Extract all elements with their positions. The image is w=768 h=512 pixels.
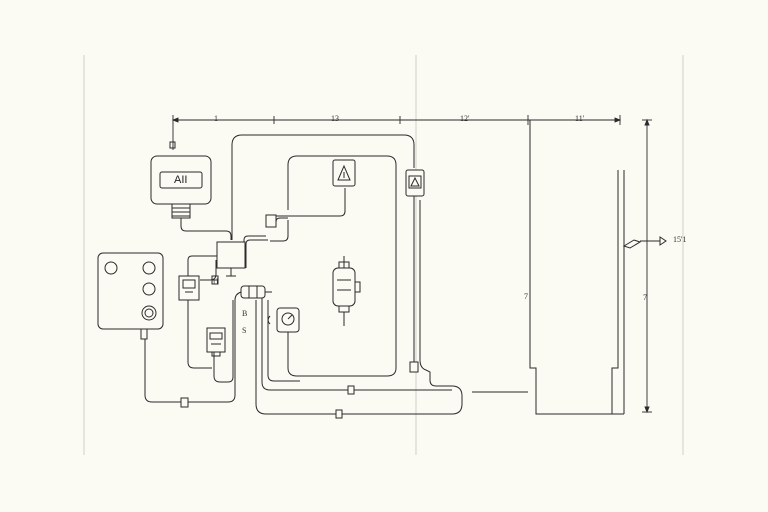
valve-top xyxy=(332,159,356,187)
tall-panel xyxy=(529,120,625,415)
dimension-label-1: 1 xyxy=(214,114,218,123)
filter-canister xyxy=(332,256,361,326)
inline-fittings xyxy=(180,361,419,419)
junction-box xyxy=(216,241,246,277)
nozzle-label: 15'1 xyxy=(673,235,687,244)
switch-lower xyxy=(206,327,226,357)
regulator xyxy=(267,307,300,333)
junction-label: 1I xyxy=(212,277,219,286)
nozzle-pointer xyxy=(622,236,667,249)
dimension-label-13: 13 xyxy=(331,114,339,123)
gauge-panel xyxy=(97,252,164,340)
control-box xyxy=(150,141,212,219)
label-b: B xyxy=(242,309,248,318)
height-label-dimension: 7 xyxy=(643,293,647,302)
right-dimension-line xyxy=(642,118,652,414)
dimension-label-11: 11' xyxy=(575,114,585,123)
valve-right xyxy=(405,169,425,197)
frame-guides xyxy=(83,55,684,455)
connector-top xyxy=(265,214,277,228)
label-s: S xyxy=(242,326,247,335)
wires xyxy=(144,134,528,415)
tee-fitting xyxy=(240,285,272,299)
dimension-label-12: 12' xyxy=(460,114,470,123)
top-dimension-line xyxy=(171,115,622,150)
height-label-panel: 7 xyxy=(524,292,528,301)
control-box-label: AII xyxy=(174,174,188,186)
switch-left xyxy=(178,275,219,301)
